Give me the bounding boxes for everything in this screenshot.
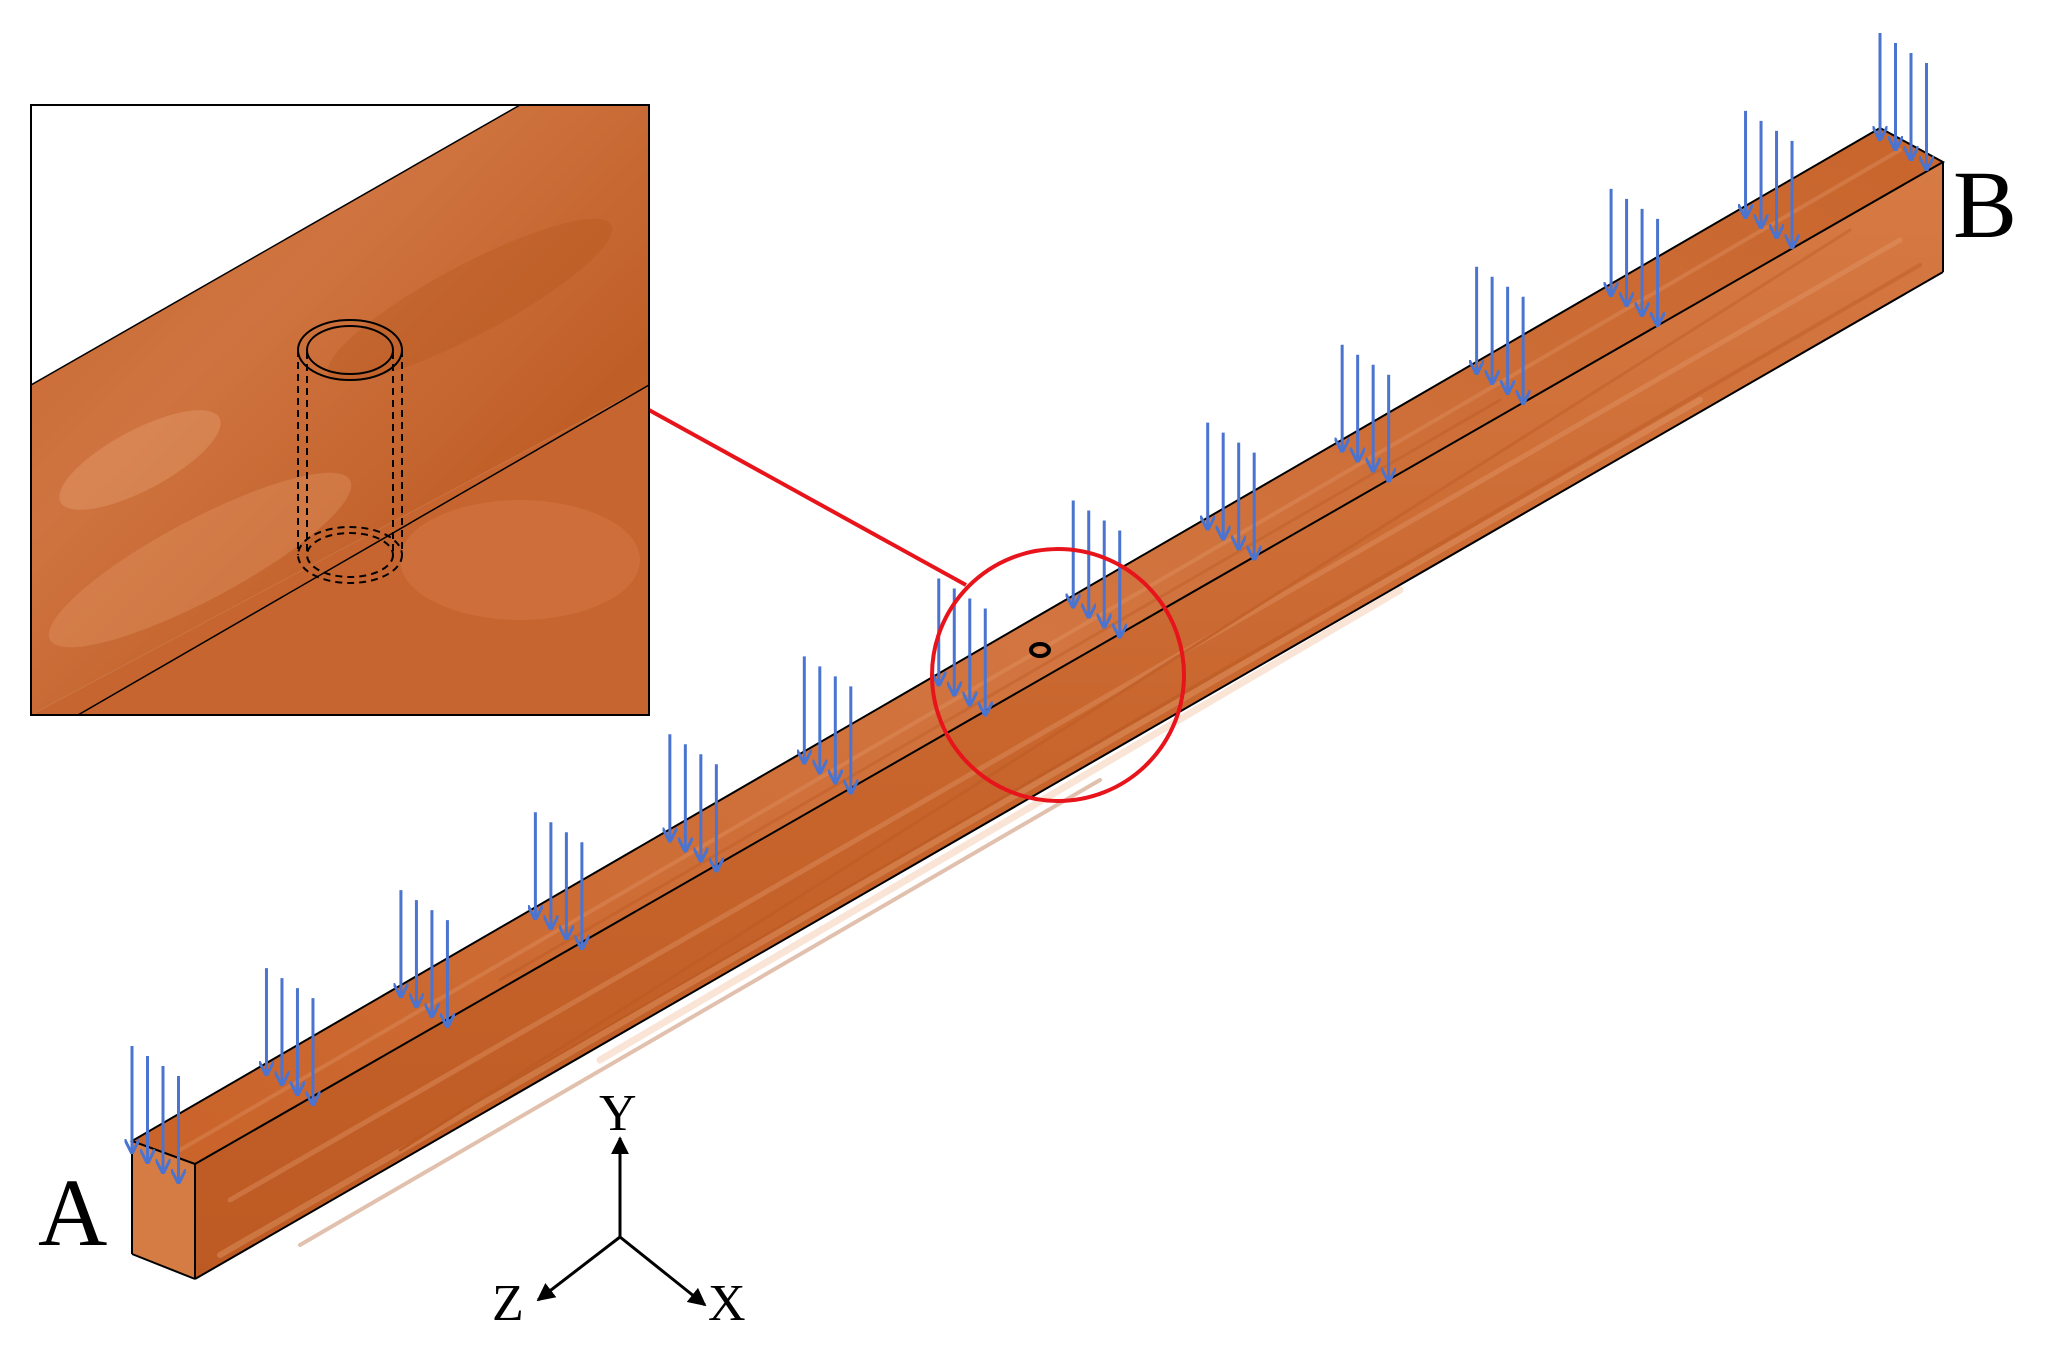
inset-front-face bbox=[31, 385, 649, 715]
load-arrow-group bbox=[670, 734, 717, 869]
coordinate-axes: Y Z X bbox=[492, 1085, 746, 1332]
wood-grain bbox=[217, 228, 1922, 1258]
inset-detail-view bbox=[30, 104, 650, 716]
load-arrow-group bbox=[1342, 344, 1389, 480]
end-label-a: A bbox=[38, 1159, 107, 1266]
load-arrow-group bbox=[1746, 110, 1793, 246]
inset-top-face bbox=[31, 105, 649, 715]
y-axis-label: Y bbox=[599, 1085, 637, 1142]
load-arrow-group bbox=[1208, 422, 1255, 558]
detail-callout bbox=[648, 408, 1186, 803]
inset-beam-edge bbox=[77, 384, 649, 715]
beam-front-face bbox=[195, 162, 1943, 1279]
distributed-load-arrows bbox=[132, 33, 1927, 1181]
load-arrow-group bbox=[132, 1046, 179, 1181]
cylindrical-hole bbox=[297, 319, 403, 584]
load-arrow-group bbox=[804, 656, 851, 791]
end-label-b: B bbox=[1953, 151, 2017, 258]
x-axis-label: X bbox=[708, 1275, 746, 1332]
wooden-beam bbox=[129, 126, 1946, 1280]
callout-circle bbox=[930, 547, 1186, 803]
inset-frame bbox=[30, 104, 650, 716]
z-axis-arrow bbox=[536, 1235, 621, 1302]
load-arrow-group bbox=[1073, 500, 1120, 636]
beam-edges bbox=[129, 126, 1946, 1280]
x-axis-arrow bbox=[619, 1235, 707, 1307]
load-arrow-group bbox=[1880, 33, 1927, 168]
hole-marker bbox=[1029, 642, 1051, 658]
load-arrow-group bbox=[266, 968, 313, 1103]
load-arrow-group bbox=[401, 890, 448, 1025]
callout-leader-line bbox=[648, 408, 967, 587]
load-arrow-group bbox=[535, 812, 582, 947]
load-arrow-group bbox=[1477, 266, 1524, 402]
load-arrow-group bbox=[1611, 188, 1658, 324]
z-axis-label: Z bbox=[492, 1275, 524, 1332]
